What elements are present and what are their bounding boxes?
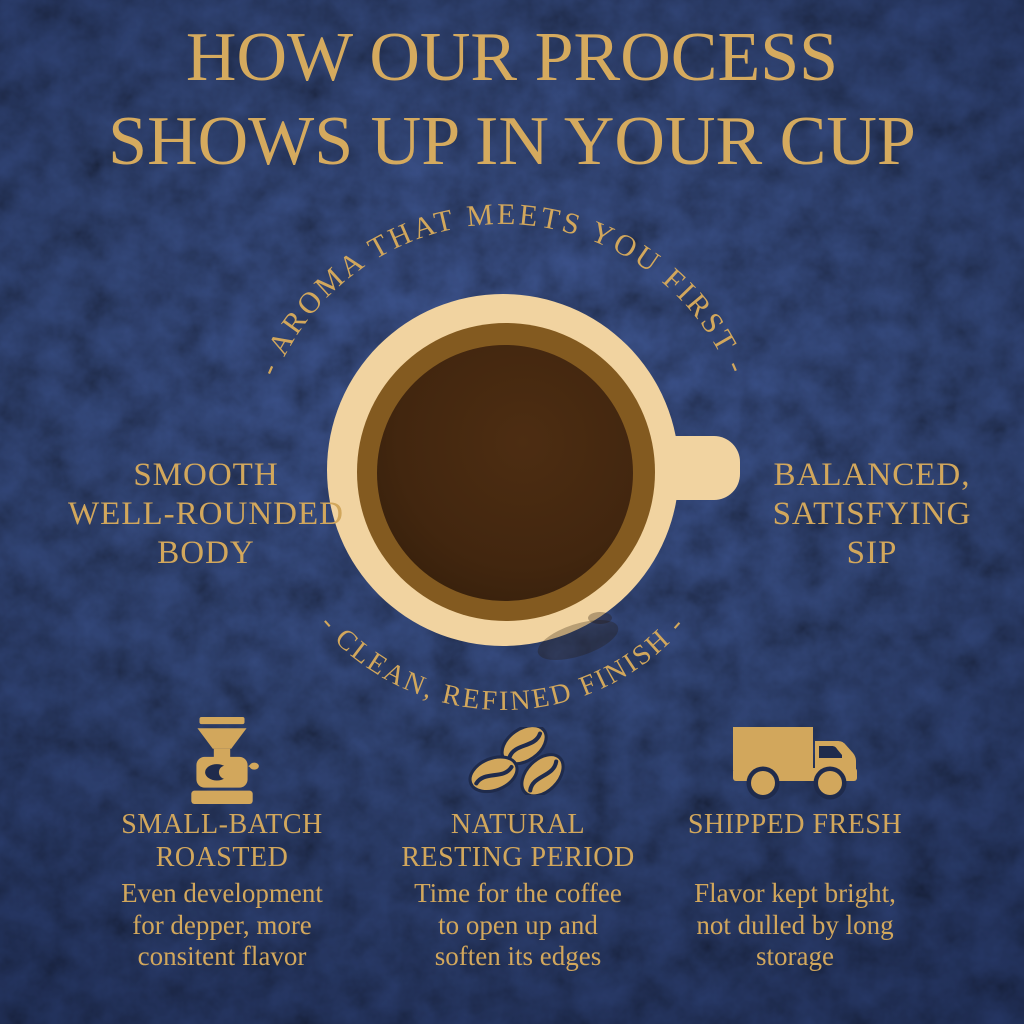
- feature-desc-line-2: for depper, more: [132, 909, 312, 940]
- feature-title-line-2: ROASTED: [155, 842, 289, 873]
- feature-desc-line-2: not dulled by long: [696, 909, 894, 940]
- cup-label-right: BALANCED, SATISFYING SIP: [682, 456, 1024, 573]
- feature-desc-line-3: soften its edges: [434, 941, 602, 971]
- feature-title: SMALL-BATCH ROASTED: [52, 808, 392, 878]
- coffee-shadow-blotch: [537, 619, 619, 661]
- feature-description: Time for the coffee to open up and softe…: [348, 878, 688, 973]
- feature-description: Flavor kept bright, not dulled by long s…: [625, 878, 965, 973]
- title-line-1: HOW OUR PROCESS: [185, 19, 839, 96]
- feature-desc-line-1: Even development: [121, 878, 323, 908]
- feature-title: NATURAL RESTING PERIOD: [348, 808, 688, 878]
- coffee-shadow-dot: [588, 612, 612, 624]
- cup-label-left-line-1: SMOOTH: [133, 457, 279, 493]
- feature-natural-resting-period: NATURAL RESTING PERIOD Time for the coff…: [348, 714, 688, 973]
- feature-title-line-2: RESTING PERIOD: [401, 842, 635, 873]
- title-line-2: SHOWS UP IN YOUR CUP: [108, 103, 916, 180]
- coffee-surface: [377, 345, 633, 601]
- beans-icon-svg: [468, 727, 565, 795]
- cup-label-right-line-2: SATISFYING: [772, 496, 972, 532]
- feature-title-line-1: NATURAL: [450, 809, 586, 840]
- grinder-icon: [52, 714, 392, 808]
- cup-label-right-line-3: SIP: [846, 535, 898, 571]
- feature-title-line-1: SHIPPED FRESH: [687, 809, 903, 840]
- truck-icon-svg: [733, 727, 857, 800]
- feature-desc-line-3: consitent flavor: [137, 941, 307, 971]
- feature-desc-line-1: Time for the coffee: [414, 878, 622, 908]
- cup-label-right-line-1: BALANCED,: [773, 457, 971, 493]
- cup-label-left-line-2: WELL-ROUNDED: [68, 496, 344, 532]
- page-title: HOW OUR PROCESS SHOWS UP IN YOUR CUP: [0, 16, 1024, 184]
- feature-desc-line-1: Flavor kept bright,: [694, 878, 896, 908]
- grinder-icon-svg: [191, 717, 259, 804]
- feature-title: SHIPPED FRESH: [625, 808, 965, 878]
- feature-desc-line-3: storage: [756, 941, 834, 971]
- beans-icon: [348, 714, 688, 808]
- truck-icon: [625, 714, 965, 808]
- feature-small-batch-roasted: SMALL-BATCH ROASTED Even development for…: [52, 714, 392, 973]
- feature-desc-line-2: to open up and: [438, 909, 598, 940]
- feature-title-line-1: SMALL-BATCH: [121, 809, 323, 840]
- feature-description: Even development for depper, more consit…: [52, 878, 392, 973]
- cup-label-left: SMOOTH WELL-ROUNDED BODY: [16, 456, 396, 573]
- feature-shipped-fresh: SHIPPED FRESH Flavor kept bright, not du…: [625, 714, 965, 973]
- cup-label-left-line-3: BODY: [157, 535, 255, 571]
